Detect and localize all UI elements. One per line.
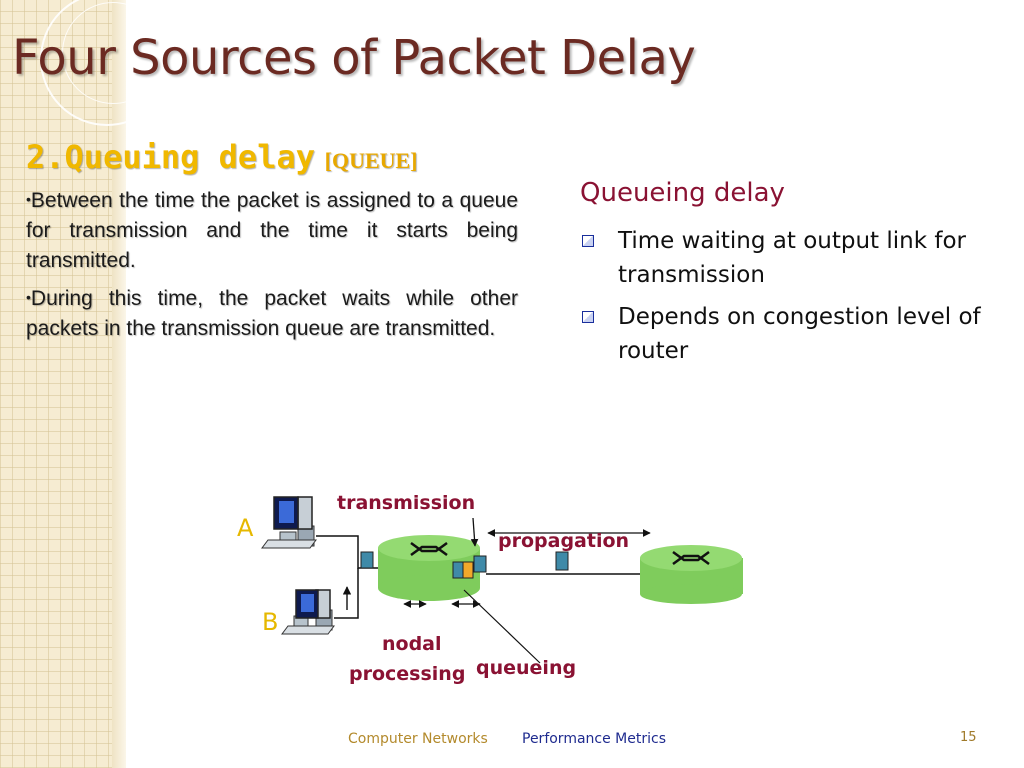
list-item: Time waiting at output link for transmis… <box>580 224 1000 292</box>
square-bullet-icon <box>582 235 594 247</box>
bullet-dot-icon: • <box>26 289 31 305</box>
label-propagation: propagation <box>498 530 629 552</box>
subtitle-tag: [QUEUE] <box>324 148 418 173</box>
host-b-label: B <box>262 608 278 636</box>
footer-topic: Performance Metrics <box>522 731 666 747</box>
decorative-circle-inner <box>62 2 164 104</box>
slide-title: Four Sources of Packet Delay <box>12 30 696 86</box>
footer-course: Computer Networks <box>348 731 488 747</box>
router-icon-2 <box>640 545 743 604</box>
left-paragraph-1: •Between the time the packet is assigned… <box>26 184 518 276</box>
decorative-circle <box>40 0 174 126</box>
left-paragraph-2: •During this time, the packet waits whil… <box>26 282 518 344</box>
packet-in-flight <box>555 551 569 571</box>
queued-packet-2 <box>462 561 474 579</box>
square-bullet-icon <box>582 311 594 323</box>
label-nodal: nodal <box>382 633 442 655</box>
side-band-edge <box>112 0 126 768</box>
list-item-text: Depends on congestion level of router <box>618 304 981 364</box>
left-paragraph-1-text: Between the time the packet is assigned … <box>26 189 518 272</box>
queueing-pointer-line <box>463 589 541 664</box>
computer-icon-a <box>261 496 317 549</box>
bullet-dot-icon: • <box>26 191 31 207</box>
subtitle: 2.Queuing delay [QUEUE] <box>26 138 418 176</box>
computer-icon-b <box>281 589 335 635</box>
left-paragraph-2-text: During this time, the packet waits while… <box>26 287 518 340</box>
left-text-block: •Between the time the packet is assigned… <box>26 184 518 350</box>
right-bullet-list: Time waiting at output link for transmis… <box>580 224 1000 376</box>
decorative-side-band <box>0 0 112 768</box>
transmission-arrow <box>470 517 479 547</box>
list-item-text: Time waiting at output link for transmis… <box>618 228 966 288</box>
right-heading: Queueing delay <box>580 178 785 208</box>
label-queueing: queueing <box>476 657 576 679</box>
host-a-label: A <box>237 514 254 542</box>
queued-packet-3 <box>473 555 487 573</box>
queued-packet-1 <box>452 561 464 579</box>
router-icon-1 <box>378 535 480 601</box>
label-processing: processing <box>349 663 465 685</box>
label-transmission: transmission <box>337 492 475 514</box>
list-item: Depends on congestion level of router <box>580 300 1000 368</box>
packet-delay-diagram: A B <box>237 492 743 685</box>
subtitle-main: 2.Queuing delay <box>26 138 315 176</box>
page-number: 15 <box>960 730 977 745</box>
packet-incoming <box>360 551 374 569</box>
